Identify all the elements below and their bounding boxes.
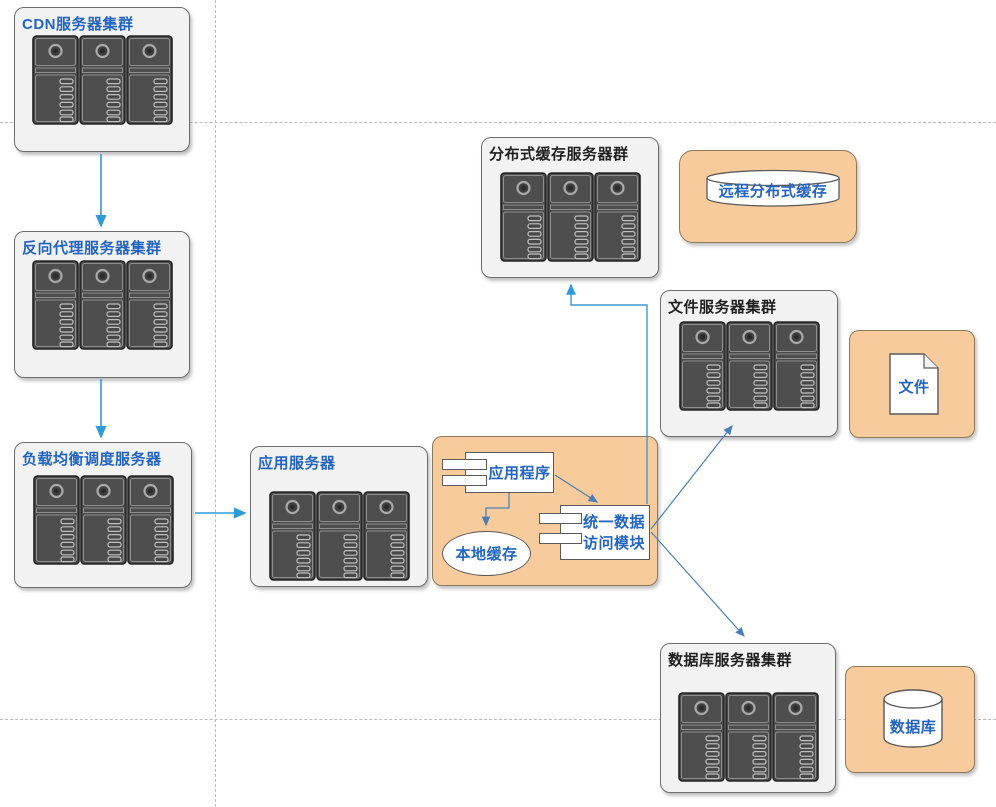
rack-server-icon — [593, 172, 641, 262]
page-guide-horizontal-bottom — [0, 719, 996, 720]
rack-server-icon — [125, 35, 173, 125]
file-server-cluster-node[interactable]: 文件服务器集群 — [660, 290, 838, 437]
server-rack-row — [661, 692, 835, 782]
application-component-node[interactable]: 应用程序 — [465, 452, 554, 493]
data-access-label-line1: 统一数据 — [582, 513, 645, 531]
remote-cache-label-wrap: 远程分布式缓存 — [705, 180, 841, 201]
file-label-wrap: 文件 — [888, 376, 940, 397]
rack-server-icon — [79, 475, 127, 565]
component-tab-icon — [442, 459, 487, 470]
cdn-cluster-node[interactable]: CDN服务器集群 — [14, 7, 190, 152]
server-rack-row — [661, 321, 837, 411]
rack-server-icon — [268, 491, 316, 581]
rack-server-icon — [32, 475, 80, 565]
local-cache-node[interactable]: 本地缓存 — [442, 531, 531, 576]
load-balancer-cluster-node[interactable]: 负载均衡调度服务器 — [14, 442, 192, 588]
file-label: 文件 — [898, 379, 930, 396]
rack-server-icon — [725, 321, 773, 411]
reverse-proxy-cluster-node[interactable]: 反向代理服务器集群 — [14, 231, 190, 378]
cdn-cluster-title: CDN服务器集群 — [22, 16, 134, 33]
distributed-cache-cluster-title: 分布式缓存服务器群 — [489, 146, 629, 163]
server-rack-row — [15, 260, 189, 350]
rack-server-icon — [315, 491, 363, 581]
reverse-proxy-cluster-title: 反向代理服务器集群 — [22, 240, 162, 257]
rack-server-icon — [362, 491, 410, 581]
local-cache-label: 本地缓存 — [455, 546, 518, 563]
server-rack-row — [482, 172, 658, 262]
rack-server-icon — [78, 260, 126, 350]
rack-server-icon — [677, 692, 725, 782]
rack-server-icon — [772, 321, 820, 411]
app-server-cluster-node[interactable]: 应用服务器 — [250, 446, 428, 587]
database-label: 数据库 — [889, 719, 937, 736]
rack-server-icon — [678, 321, 726, 411]
distributed-cache-cluster-node[interactable]: 分布式缓存服务器群 — [481, 137, 659, 278]
component-tab-icon — [539, 513, 582, 524]
arrow-dataaccess-to-db-cluster — [650, 531, 745, 637]
component-tab-icon — [539, 533, 582, 544]
rack-server-icon — [125, 260, 173, 350]
flat-cylinder-icon[interactable] — [705, 169, 841, 209]
arrow-dataaccess-to-file-cluster — [650, 425, 733, 530]
rack-server-icon — [78, 35, 126, 125]
file-server-cluster-title: 文件服务器集群 — [668, 299, 777, 316]
page-guide-vertical — [215, 0, 216, 807]
load-balancer-cluster-title: 负载均衡调度服务器 — [22, 451, 162, 468]
rack-server-icon — [31, 35, 79, 125]
app-server-cluster-title: 应用服务器 — [258, 455, 336, 472]
db-server-cluster-title: 数据库服务器集群 — [668, 652, 793, 669]
rack-server-icon — [126, 475, 174, 565]
server-rack-row — [15, 35, 189, 125]
page-guide-horizontal-top — [0, 122, 996, 123]
remote-cache-label: 远程分布式缓存 — [718, 183, 828, 200]
rack-server-icon — [546, 172, 594, 262]
component-tab-icon — [442, 475, 487, 486]
application-label: 应用程序 — [488, 465, 551, 482]
data-access-label-line2: 访问模块 — [582, 534, 645, 552]
rack-server-icon — [724, 692, 772, 782]
data-access-component-node[interactable]: 统一数据 访问模块 — [560, 505, 650, 560]
db-server-cluster-node[interactable]: 数据库服务器集群 — [660, 643, 836, 793]
rack-server-icon — [499, 172, 547, 262]
database-cylinder-icon[interactable] — [882, 688, 944, 750]
server-rack-row — [251, 491, 427, 581]
document-icon[interactable] — [888, 352, 940, 416]
rack-server-icon — [771, 692, 819, 782]
rack-server-icon — [31, 260, 79, 350]
server-rack-row — [15, 475, 191, 565]
database-label-wrap: 数据库 — [871, 716, 955, 737]
